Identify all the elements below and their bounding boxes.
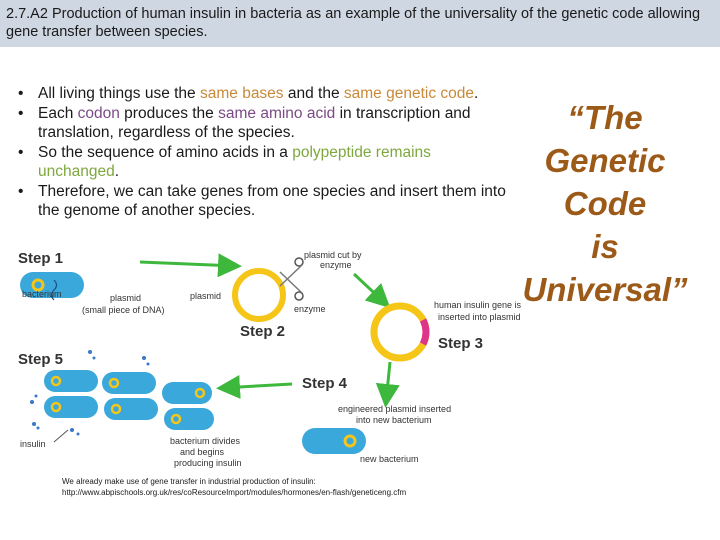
- engineered-label: engineered plasmid inserted: [338, 404, 451, 414]
- bullet-item: Therefore, we can take genes from one sp…: [18, 182, 510, 221]
- insulin-label: insulin: [20, 439, 46, 449]
- caption-link: http://www.abpischools.org.uk/res/coReso…: [62, 488, 407, 497]
- bullet-text: codon: [77, 104, 120, 122]
- plasmid-label: plasmid: [110, 293, 141, 303]
- bullet-text: .: [114, 163, 120, 180]
- enzyme-label: enzyme: [294, 304, 326, 314]
- new-bacterium-label: new bacterium: [360, 454, 419, 464]
- bullet-text: same bases: [199, 85, 284, 102]
- bullet-text: produces the: [119, 104, 219, 122]
- arrow-3: [375, 361, 400, 408]
- engineered-label-2: into new bacterium: [356, 415, 432, 425]
- scissors-icon: [279, 257, 304, 301]
- bullet-text: same amino acid: [218, 104, 336, 122]
- insulin-pointer: [53, 429, 69, 443]
- arrow-4: [216, 374, 293, 399]
- human-gene-label: human insulin gene is: [434, 300, 522, 310]
- step-4-label: Step 4: [302, 375, 348, 392]
- plasmid-ring: [31, 278, 45, 292]
- quote-line: is: [591, 228, 619, 265]
- bullet-text: and the: [283, 85, 344, 102]
- plasmid-label-2: plasmid: [190, 291, 221, 301]
- bullet-text: same genetic code: [343, 85, 474, 102]
- bullet-text: .: [474, 85, 479, 102]
- plasmid-in-bacterium: [343, 434, 357, 448]
- insulin-molecules-icon: [30, 350, 150, 436]
- bullet-item: All living things use the same bases and…: [18, 84, 510, 104]
- chromosome-icon: [50, 279, 58, 301]
- title-bar: 2.7.A2 Production of human insulin in ba…: [0, 0, 720, 47]
- divides-label-3: producing insulin: [174, 458, 242, 468]
- quote-line: Universal”: [522, 271, 688, 308]
- bullet-text: Therefore, we can take genes from one sp…: [38, 182, 506, 220]
- bacterium-cell: [20, 272, 84, 298]
- arrow-2: [352, 272, 391, 309]
- quote-line: Genetic: [544, 142, 666, 179]
- divides-label: bacterium divides: [170, 436, 241, 446]
- bullet-item: Each codon produces the same amino acid …: [18, 104, 510, 143]
- bullet-text: Each: [38, 104, 78, 122]
- caption-text: We already make use of gene transfer in …: [62, 477, 316, 486]
- step-1-label: Step 1: [18, 250, 63, 267]
- quote-line: Code: [563, 185, 647, 222]
- caption: We already make use of gene transfer in …: [62, 476, 522, 498]
- bullet-text: polypeptide remains unchanged: [38, 143, 431, 181]
- plasmid-desc-label: (small piece of DNA): [82, 305, 165, 315]
- bullet-list: All living things use the same bases and…: [18, 84, 510, 244]
- divides-label-2: and begins: [180, 447, 225, 457]
- slide-title: 2.7.A2 Production of human insulin in ba…: [6, 6, 701, 40]
- engineered-plasmid: [370, 302, 430, 362]
- bullet-item: So the sequence of amino acids in a poly…: [18, 143, 510, 182]
- bacterium-label: bacterium: [22, 289, 62, 299]
- bullet-text: in transcription and translation, regard…: [38, 104, 471, 142]
- human-gene-label-2: inserted into plasmid: [438, 312, 521, 322]
- plasmid-cut-label: plasmid cut by: [304, 250, 362, 260]
- step-2-label: Step 2: [240, 323, 285, 340]
- plasmid-ring-large: [232, 268, 286, 322]
- insulin-production-diagram: Step 1 bacterium plasmid (small piece of…: [18, 250, 522, 468]
- arrow-1: [139, 253, 242, 278]
- step-3-label: Step 3: [438, 335, 483, 352]
- insulin-gene-segment: [419, 318, 430, 346]
- step-5-label: Step 5: [18, 351, 63, 368]
- plasmid-cut-label-2: enzyme: [320, 260, 352, 270]
- quote-line: “The: [567, 99, 643, 136]
- bullet-text: All living things use the: [38, 85, 200, 102]
- bullet-text: So the sequence of amino acids in a: [38, 143, 293, 161]
- bacteria-colony: [44, 370, 214, 430]
